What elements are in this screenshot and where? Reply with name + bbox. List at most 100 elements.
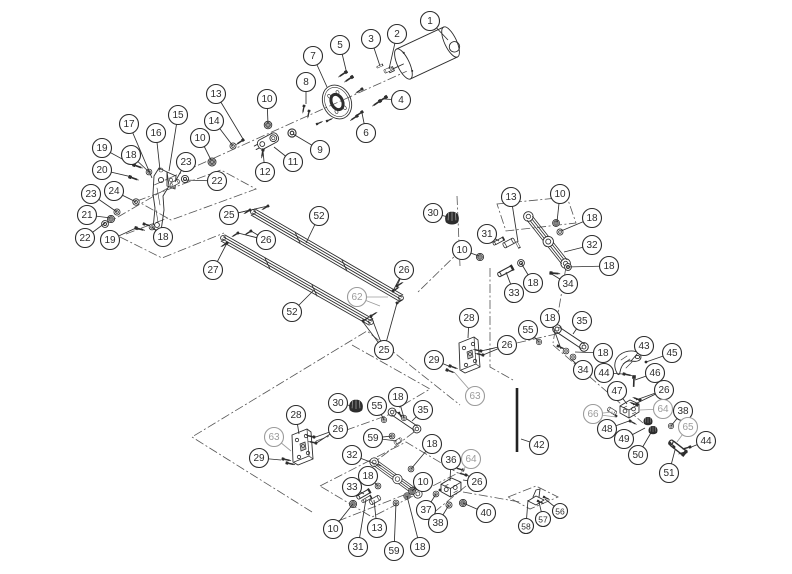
balloon-circle xyxy=(329,34,351,56)
callout-balloon-19: 19 xyxy=(91,137,113,159)
callout-balloon-26: 26 xyxy=(255,229,277,251)
callout-balloon-18: 18 xyxy=(120,144,142,166)
balloon-number: 57 xyxy=(538,515,548,525)
balloon-number: 18 xyxy=(586,213,598,224)
balloon-circle xyxy=(606,380,628,402)
washer xyxy=(101,220,109,228)
callout-balloon-30: 30 xyxy=(327,392,349,414)
callout-balloon-14: 14 xyxy=(203,110,225,132)
knob xyxy=(643,416,653,426)
balloon-circle xyxy=(263,426,285,448)
clamp-half xyxy=(606,406,618,416)
balloon-circle xyxy=(281,301,303,323)
balloon-circle xyxy=(551,502,569,520)
callout-balloon-18: 18 xyxy=(539,307,561,329)
knob xyxy=(445,211,459,225)
balloon-circle xyxy=(677,416,699,438)
callout-balloon-34: 34 xyxy=(572,359,594,381)
set-screw xyxy=(672,445,676,449)
callout-balloon-23: 23 xyxy=(80,183,102,205)
callout-balloon-18: 18 xyxy=(598,255,620,277)
balloon-circle xyxy=(423,349,445,371)
balloon-circle xyxy=(415,499,437,521)
balloon-circle xyxy=(412,471,434,493)
balloon-circle xyxy=(80,183,102,205)
balloon-number: 18 xyxy=(426,439,438,450)
balloon-number: 18 xyxy=(362,471,374,482)
screw xyxy=(259,147,266,160)
balloon-number: 49 xyxy=(618,434,630,445)
balloon-number: 40 xyxy=(480,508,492,519)
callout-balloon-10: 10 xyxy=(189,127,211,149)
clevis-yoke xyxy=(253,132,280,151)
balloon-number: 23 xyxy=(85,189,97,200)
balloon-number: 11 xyxy=(288,157,299,168)
callout-balloon-35: 35 xyxy=(571,310,593,332)
balloon-number: 59 xyxy=(388,546,400,557)
balloon-number: 26 xyxy=(471,477,483,488)
callout-balloon-16: 16 xyxy=(145,122,167,144)
balloon-circle xyxy=(341,444,363,466)
balloon-circle xyxy=(409,536,431,558)
balloon-circle xyxy=(386,23,408,45)
balloon-circle xyxy=(572,359,594,381)
balloon-circle xyxy=(581,207,603,229)
cable-clamp xyxy=(527,488,545,506)
balloon-number: 47 xyxy=(611,386,623,397)
balloon-number: 1 xyxy=(427,16,433,27)
balloon-number: 45 xyxy=(666,348,678,359)
callout-balloon-49: 49 xyxy=(613,428,635,450)
balloon-number: 55 xyxy=(371,401,383,412)
balloon-circle xyxy=(346,286,368,308)
balloon-number: 66 xyxy=(587,409,599,420)
balloon-circle xyxy=(206,170,228,192)
balloon-number: 6 xyxy=(363,128,369,139)
balloon-circle xyxy=(476,223,498,245)
balloon-number: 5 xyxy=(337,40,343,51)
balloon-circle xyxy=(373,339,395,361)
balloon-circle xyxy=(517,319,539,341)
balloon-circle xyxy=(419,10,441,32)
callout-balloon-26: 26 xyxy=(327,418,349,440)
balloon-number: 13 xyxy=(505,192,517,203)
screw xyxy=(305,108,312,120)
balloon-number: 32 xyxy=(346,450,358,461)
balloon-circle xyxy=(503,282,525,304)
rail-lower xyxy=(220,234,374,326)
balloon-circle xyxy=(522,272,544,294)
callout-balloon-3: 3 xyxy=(360,28,382,50)
balloon-number: 21 xyxy=(81,210,93,221)
balloon-circle xyxy=(74,227,96,249)
callout-balloon-17: 17 xyxy=(118,113,140,135)
callout-balloon-18: 18 xyxy=(421,433,443,455)
callout-balloon-44: 44 xyxy=(695,430,717,452)
balloon-number: 37 xyxy=(420,505,432,516)
balloon-number: 18 xyxy=(544,313,556,324)
callout-balloon-44: 44 xyxy=(593,362,615,384)
callout-balloons: 1235784691011121314101516171918232220242… xyxy=(74,10,717,562)
balloon-number: 31 xyxy=(481,229,493,240)
balloon-circle xyxy=(248,447,270,469)
balloon-number: 33 xyxy=(346,482,358,493)
balloon-number: 15 xyxy=(172,110,184,121)
balloon-circle xyxy=(308,205,330,227)
balloon-number: 26 xyxy=(260,235,272,246)
balloon-number: 22 xyxy=(211,176,223,187)
callout-balloon-28: 28 xyxy=(458,307,480,329)
callout-balloon-37: 37 xyxy=(415,499,437,521)
callout-balloon-20: 20 xyxy=(91,159,113,181)
callout-balloon-33: 33 xyxy=(341,476,363,498)
screw xyxy=(230,230,241,239)
callout-balloon-57: 57 xyxy=(534,510,552,528)
balloon-circle xyxy=(440,449,462,471)
callout-balloon-55: 55 xyxy=(366,395,388,417)
balloon-number: 18 xyxy=(414,542,426,553)
callout-balloon-22: 22 xyxy=(206,170,228,192)
callout-balloon-2: 2 xyxy=(386,23,408,45)
balloon-circle xyxy=(627,444,649,466)
callout-balloon-24: 24 xyxy=(103,180,125,202)
balloon-circle xyxy=(695,430,717,452)
callout-balloon-28: 28 xyxy=(285,404,307,426)
spring-pin xyxy=(514,240,522,250)
pivot-block-right xyxy=(619,399,640,419)
